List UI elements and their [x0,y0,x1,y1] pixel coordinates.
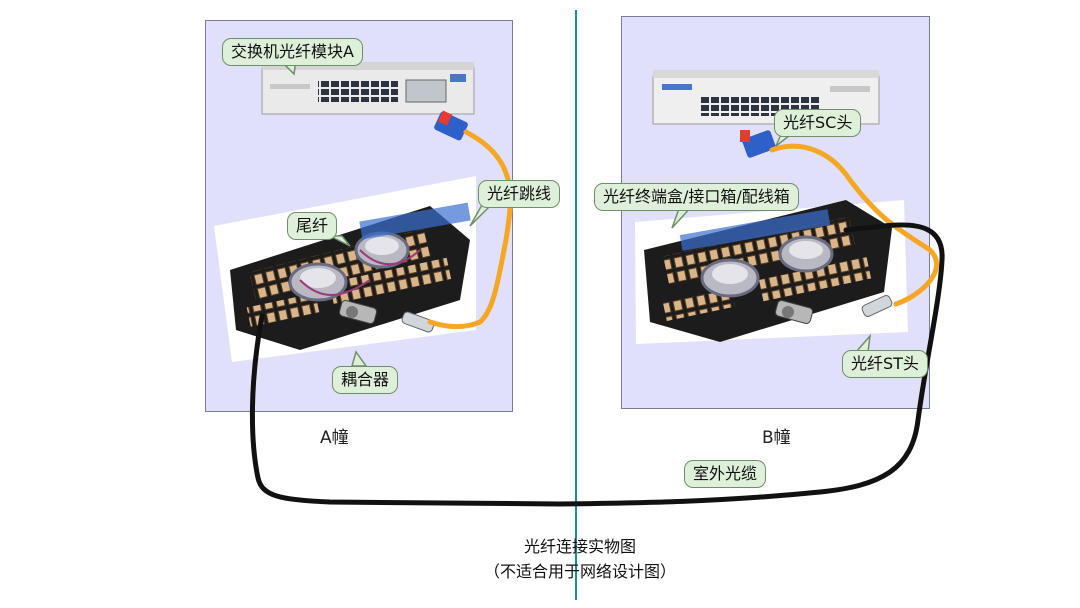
building-b-label: B幢 [762,428,791,448]
coupler-label: 耦合器 [332,366,399,394]
sc-connector-b-image [740,130,776,158]
sc-connector-a-image [434,110,468,141]
caption-note: （不适合用于网络设计图） [483,562,676,581]
terminal-box-a-image [214,176,476,362]
patch-cord-label: 光纤跳线 [478,180,561,208]
building-a-label: A幢 [320,428,349,448]
st-connector-b-image [861,295,893,317]
switch-a-image [261,62,475,115]
switch-module-a-label: 交换机光纤模块A [222,38,363,66]
st-connector-label: 光纤ST头 [842,350,928,378]
outdoor-cable [249,222,945,507]
terminal-box-label: 光纤终端盒/接口箱/配线箱 [594,183,799,211]
caption-title: 光纤连接实物图 [523,537,636,556]
pigtail-label: 尾纤 [287,212,338,240]
patch-cord-a-cable [427,129,513,330]
st-connector-a-image [401,311,435,333]
terminal-box-b-image [635,200,908,344]
coupler-a-image [338,300,378,324]
outdoor-cable-label: 室外光缆 [684,460,767,488]
building-divider-line [575,10,577,600]
coupler-b-image [774,300,814,324]
patch-cord-b-cable [769,143,939,307]
sc-connector-label: 光纤SC头 [774,109,862,137]
